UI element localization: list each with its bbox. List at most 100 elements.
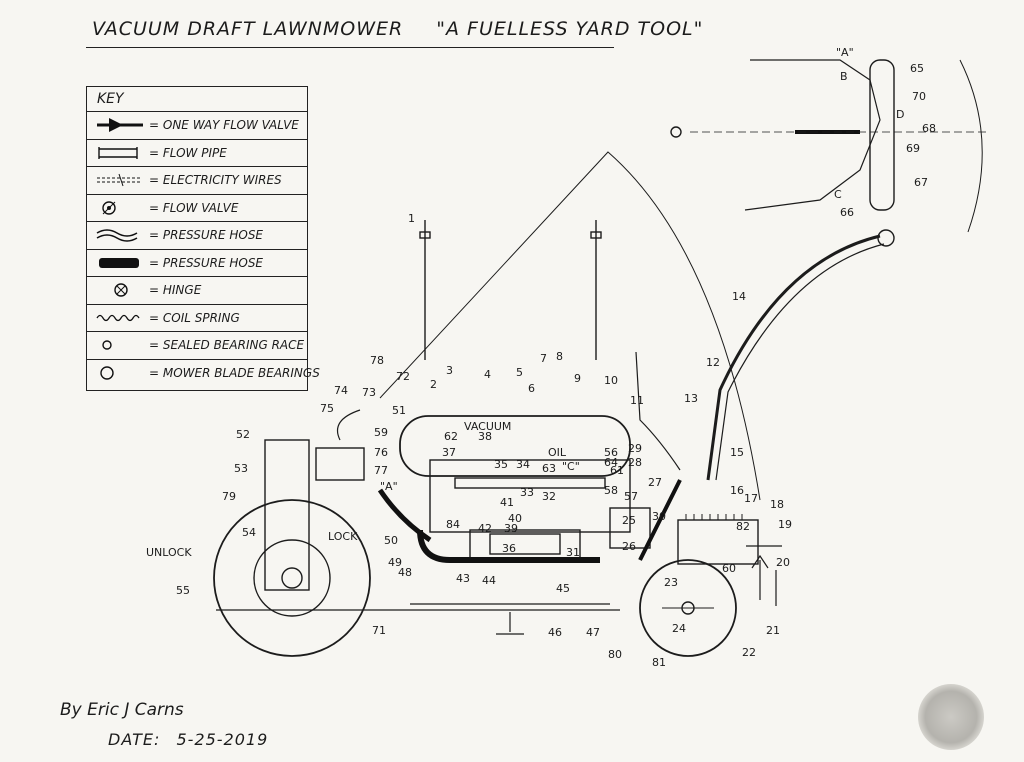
part-number-45: 45 (556, 582, 570, 595)
key-heading: KEY (87, 87, 307, 112)
part-number-26: 26 (622, 540, 636, 553)
sealed-bearing-race-icon (93, 335, 149, 355)
part-number-58: 58 (604, 484, 618, 497)
part-number-4: 4 (484, 368, 491, 381)
part-number-24: 24 (672, 622, 686, 635)
construction-arc (379, 151, 761, 501)
part-number-17: 17 (744, 492, 758, 505)
part-number-81: 81 (652, 656, 666, 669)
electricity-wires-icon (93, 170, 149, 190)
part-number-38: 38 (478, 430, 492, 443)
mower-handle (706, 234, 881, 481)
coil-spring-icon (93, 308, 149, 328)
part-number-1: 1 (408, 212, 415, 225)
part-number-8: 8 (556, 350, 563, 363)
key-row-hinge: = HINGE (87, 277, 307, 305)
key-label: = MOWER BLADE BEARINGS (149, 365, 320, 380)
key-row-pressure-hose-thick: = PRESSURE HOSE (87, 250, 307, 277)
part-number-35: 35 (494, 458, 508, 471)
part-number-19: 19 (778, 518, 792, 531)
part-number-76: 76 (374, 446, 388, 459)
part-number-60: 60 (722, 562, 736, 575)
part-number-37: 37 (442, 446, 456, 459)
part-number-39: 39 (504, 522, 518, 535)
handle-detail (744, 59, 881, 211)
part-number-34: 34 (516, 458, 530, 471)
part-number-62: 62 (444, 430, 458, 443)
part-number-77: 77 (374, 464, 388, 477)
key-label: = PRESSURE HOSE (149, 255, 264, 270)
part-number-63: 63 (542, 462, 556, 475)
front-wheel (639, 559, 737, 657)
part-number-36: 36 (502, 542, 516, 555)
part-number-68: 68 (922, 122, 936, 135)
key-label: = SEALED BEARING RACE (149, 338, 305, 352)
part-number-5: 5 (516, 366, 523, 379)
part-number-44: 44 (482, 574, 496, 587)
page-title: VACUUM DRAFT LAWNMOWER "A FUELLESS YARD … (92, 18, 729, 40)
key-row-one-way-flow-valve: = ONE WAY FLOW VALVE (87, 112, 307, 140)
label-d-upper: D (896, 108, 904, 121)
part-number-46: 46 (548, 626, 562, 639)
part-number-78: 78 (370, 354, 384, 367)
part-number-48: 48 (398, 566, 412, 579)
key-row-electricity-wires: = ELECTRICITY WIRES (87, 167, 307, 195)
label-c-upper: C (834, 188, 842, 201)
label-b-upper: B (840, 70, 848, 83)
pressure-hose-thick-icon (93, 253, 149, 273)
part-number-79: 79 (222, 490, 236, 503)
title-subtitle: "A FUELLESS YARD TOOL" (436, 18, 704, 40)
part-number-30: 30 (652, 510, 666, 523)
part-number-50: 50 (384, 534, 398, 547)
part-number-10: 10 (604, 374, 618, 387)
part-number-40: 40 (508, 512, 522, 525)
key-label: = ONE WAY FLOW VALVE (149, 118, 299, 132)
mower-deck (216, 603, 620, 611)
part-number-31: 31 (566, 546, 580, 559)
key-row-coil-spring: = COIL SPRING (87, 305, 307, 332)
part-number-32: 32 (542, 490, 556, 503)
key-row-pressure-hose-thin: = PRESSURE HOSE (87, 222, 307, 250)
part-number-59: 59 (374, 426, 388, 439)
part-number-73: 73 (362, 386, 376, 399)
tank-c-label: "C" (562, 460, 580, 473)
part-number-28: 28 (628, 456, 642, 469)
key-label: = PRESSURE HOSE (149, 228, 264, 242)
part-number-7: 7 (540, 352, 547, 365)
date-label: DATE: (108, 730, 161, 749)
signature: By Eric J Carns (60, 700, 184, 720)
part-number-72: 72 (396, 370, 410, 383)
key-label: = FLOW PIPE (149, 145, 227, 160)
part-number-16: 16 (730, 484, 744, 497)
part-number-25: 25 (622, 514, 636, 527)
key-label: = FLOW VALVE (149, 200, 239, 215)
part-number-75: 75 (320, 402, 334, 415)
label-a-left: "A" (380, 480, 398, 493)
key-label: = ELECTRICITY WIRES (149, 173, 282, 187)
part-number-14: 14 (732, 290, 746, 303)
title-underline (86, 47, 614, 48)
key-label: = COIL SPRING (149, 310, 240, 325)
label-a-upper: "A" (836, 46, 854, 59)
part-number-15: 15 (730, 446, 744, 459)
part-number-74: 74 (334, 384, 348, 397)
part-number-65: 65 (910, 62, 924, 75)
part-number-57: 57 (624, 490, 638, 503)
part-number-13: 13 (684, 392, 698, 405)
hinge-icon (93, 280, 149, 300)
part-number-67: 67 (914, 176, 928, 189)
part-number-70: 70 (912, 90, 926, 103)
part-number-43: 43 (456, 572, 470, 585)
key-row-flow-pipe: = FLOW PIPE (87, 140, 307, 167)
part-number-11: 11 (630, 394, 644, 407)
part-number-71: 71 (372, 624, 386, 637)
part-number-49: 49 (388, 556, 402, 569)
part-number-6: 6 (528, 382, 535, 395)
vacuum-label: VACUUM (464, 420, 511, 433)
date-line: DATE: 5-25-2019 (108, 730, 278, 749)
part-number-33: 33 (520, 486, 534, 499)
part-number-66: 66 (840, 206, 854, 219)
key-legend: KEY = ONE WAY FLOW VALVE = FLOW PIPE = E… (86, 86, 320, 391)
part-number-61: 61 (610, 464, 624, 477)
key-label: = HINGE (149, 283, 202, 297)
